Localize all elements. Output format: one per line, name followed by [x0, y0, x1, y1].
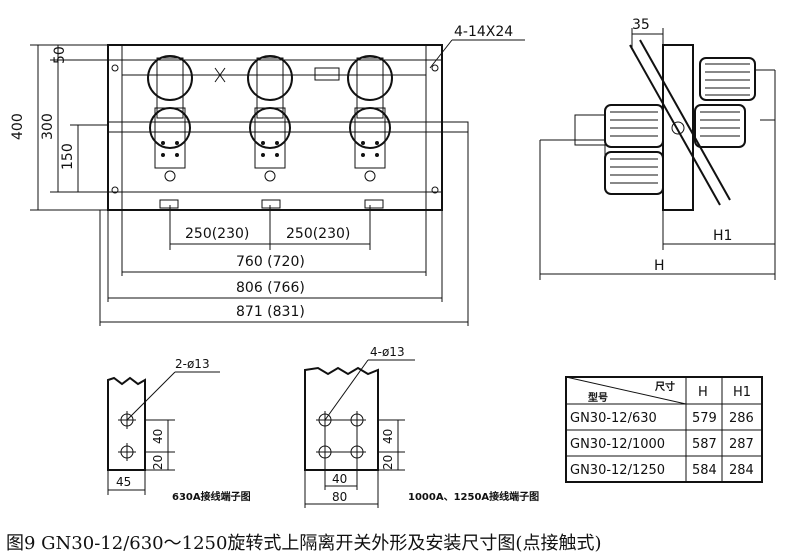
- pole-3: [347, 55, 393, 182]
- dim-630-40: 40: [151, 429, 165, 444]
- table-row-h1: 287: [729, 437, 754, 452]
- pole-1: [147, 55, 193, 182]
- frame-outline: [107, 44, 443, 211]
- header-h1: H1: [733, 385, 751, 400]
- insulator-lower: [604, 151, 664, 195]
- dim-630-45: 45: [116, 475, 131, 489]
- width-871: 871 (831): [236, 304, 305, 320]
- table-row-h: 587: [692, 437, 717, 452]
- dim-1000-80: 80: [332, 490, 347, 504]
- table-row-h1: 286: [729, 411, 754, 426]
- table-row-h: 584: [692, 463, 717, 478]
- terminal-630: 2-ø13 40 20 45 630A接线端子图: [107, 357, 251, 503]
- dim-1000-40h: 40: [332, 472, 347, 486]
- holes-630: 2-ø13: [175, 357, 210, 371]
- dim-1000-20v: 20: [381, 455, 395, 470]
- dim-h: H: [654, 258, 665, 274]
- header-model: 型号: [588, 391, 608, 404]
- figure-caption: 图9 GN30-12/630～1250旋转式上隔离开关外形及安装尺寸图(点接触式…: [6, 533, 601, 554]
- holes-1000: 4-ø13: [370, 345, 405, 359]
- dimension-table: 尺寸 型号 H H1 GN30-12/630 579 286 GN30-12/1…: [565, 376, 763, 483]
- header-h: H: [698, 385, 708, 400]
- pole-2: [247, 55, 293, 182]
- dim-630-20: 20: [151, 455, 165, 470]
- dim-400: 400: [10, 113, 26, 140]
- dim-35: 35: [632, 17, 650, 33]
- side-view: 35: [539, 17, 776, 280]
- holes-label: 4-14X24: [454, 24, 513, 40]
- vertical-dimensions: 400 300 150 50: [10, 44, 108, 211]
- caption-630: 630A接线端子图: [172, 490, 251, 503]
- insulator-upper: [699, 57, 756, 101]
- horizontal-dimensions: 250(230) 250(230) 760 (720) 806 (766) 87…: [99, 132, 469, 326]
- dim-1000-40v: 40: [381, 429, 395, 444]
- front-view: 4-14X24 400 300 150 50 250(230) 250(230): [10, 24, 525, 326]
- drive-shaft: [107, 121, 469, 133]
- table-row-model: GN30-12/630: [570, 411, 657, 426]
- mounting-holes: [111, 64, 439, 194]
- width-806: 806 (766): [236, 280, 305, 296]
- rotating-arm: [629, 44, 721, 206]
- dim-h1: H1: [713, 228, 732, 244]
- pitch-2: 250(230): [286, 226, 350, 242]
- dim-50: 50: [52, 46, 68, 64]
- table-row-h1: 284: [729, 463, 754, 478]
- table-row-h: 579: [692, 411, 717, 426]
- table-row-model: GN30-12/1000: [570, 437, 665, 452]
- table-row-model: GN30-12/1250: [570, 463, 665, 478]
- terminal-1000: 4-ø13 40 20 40 80 1000A、1250A接线端子图: [304, 345, 539, 508]
- caption-1000: 1000A、1250A接线端子图: [408, 490, 539, 503]
- width-760: 760 (720): [236, 254, 305, 270]
- pitch-1: 250(230): [185, 226, 249, 242]
- dim-150: 150: [60, 143, 76, 170]
- header-size: 尺寸: [655, 380, 675, 393]
- dim-300: 300: [40, 113, 56, 140]
